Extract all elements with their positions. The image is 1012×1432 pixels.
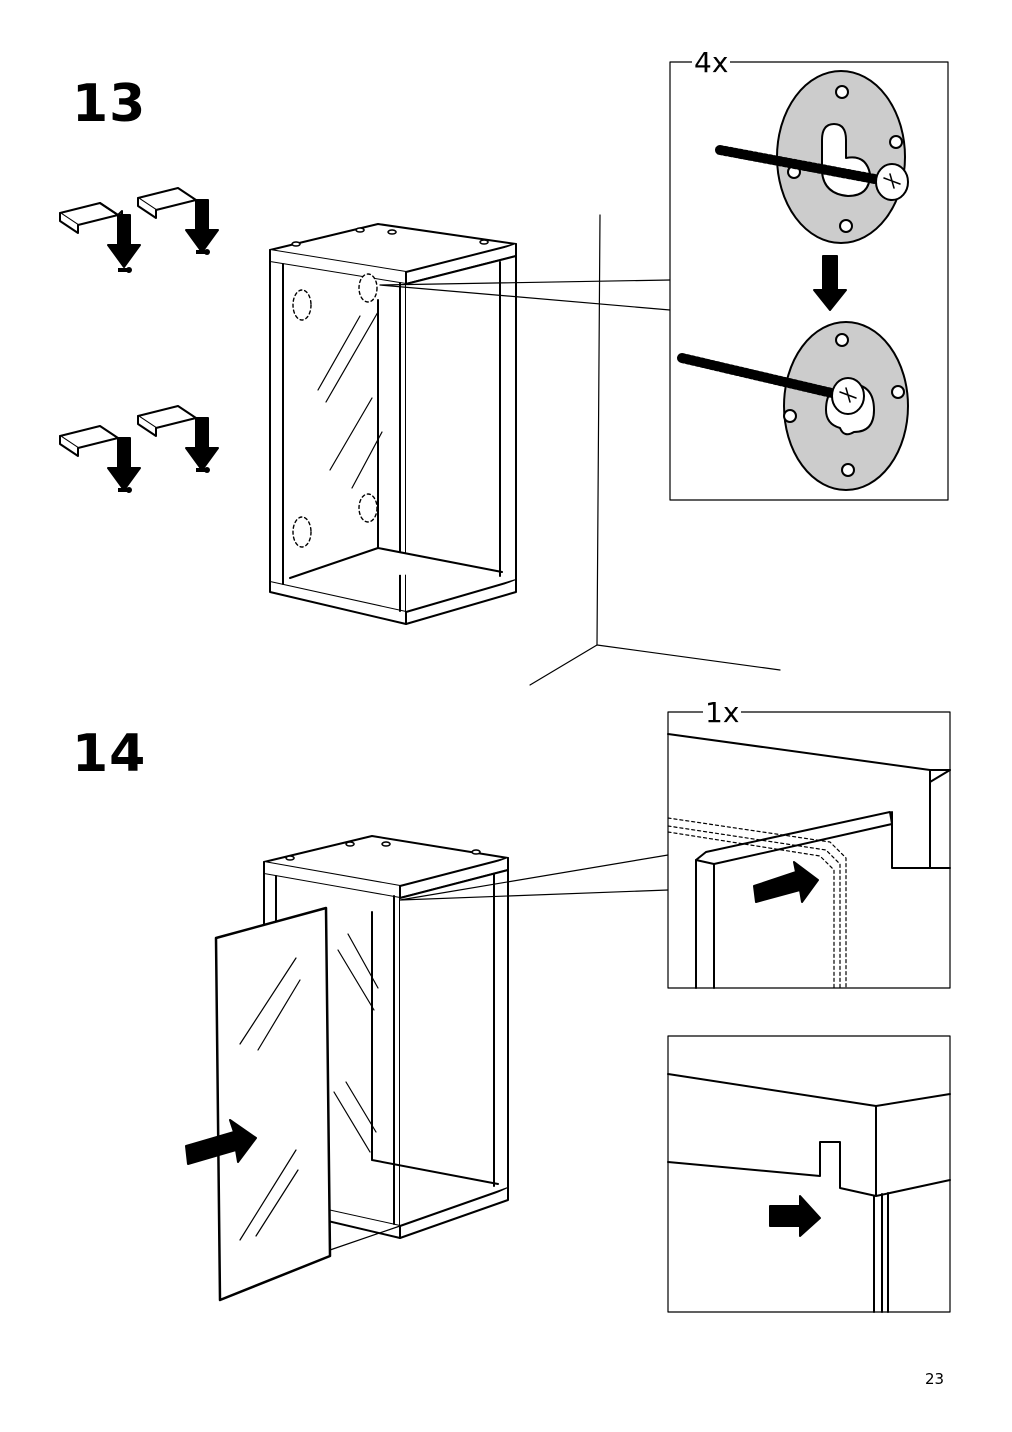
glass-door-icon [214, 906, 332, 1302]
step-13-number: 13 [72, 74, 147, 134]
detail-14-bottom [667, 1073, 951, 1313]
quantity-label-14: 1x [703, 696, 742, 729]
detail-box-14-top [667, 711, 951, 989]
quantity-label-13: 4x [692, 46, 731, 79]
page-number: 23 [925, 1370, 945, 1388]
step-14-number: 14 [72, 724, 147, 784]
cabinet-step13 [269, 223, 517, 625]
detail-box-14-bottom [667, 1035, 951, 1313]
detail-14-top [667, 733, 951, 989]
screw-icon [118, 249, 210, 493]
detail-box-13 [669, 61, 949, 501]
hand-gesture-icon [59, 187, 219, 491]
wall-mount-fitting-icon [677, 70, 909, 491]
